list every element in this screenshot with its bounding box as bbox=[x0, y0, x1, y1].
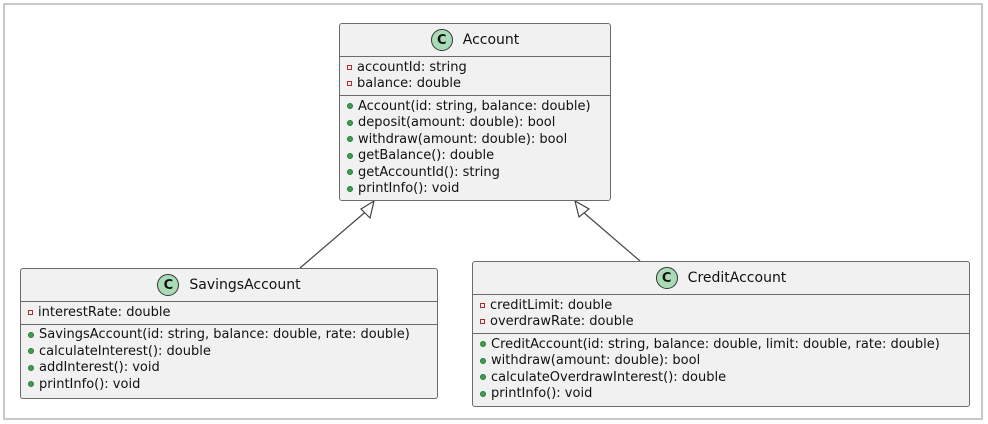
method-text: Account(id: string, balance: double) bbox=[358, 98, 591, 114]
public-visibility-icon bbox=[480, 341, 486, 348]
public-visibility-icon bbox=[347, 119, 353, 126]
class-header: C CreditAccount bbox=[473, 262, 969, 295]
method: calculateInterest(): double bbox=[21, 343, 437, 360]
private-visibility-icon bbox=[480, 302, 485, 308]
method: withdraw(amount: double): bool bbox=[473, 353, 969, 370]
class-savingsaccount[interactable]: C SavingsAccount interestRate: double Sa… bbox=[20, 268, 438, 399]
attribute-text: creditLimit: double bbox=[490, 297, 613, 313]
class-name: CreditAccount bbox=[687, 270, 787, 286]
public-visibility-icon bbox=[347, 185, 353, 192]
attributes-section: accountId: string balance: double bbox=[340, 57, 610, 95]
method: getBalance(): double bbox=[340, 148, 610, 165]
public-visibility-icon bbox=[28, 381, 34, 388]
public-visibility-icon bbox=[347, 136, 353, 143]
attribute-text: overdrawRate: double bbox=[490, 314, 634, 330]
method: deposit(amount: double): bool bbox=[340, 115, 610, 132]
public-visibility-icon bbox=[480, 390, 486, 397]
method-text: calculateInterest(): double bbox=[39, 343, 211, 359]
method: getAccountId(): string bbox=[340, 164, 610, 181]
method-text: printInfo(): void bbox=[358, 181, 460, 197]
method-text: getBalance(): double bbox=[358, 148, 495, 164]
attribute: creditLimit: double bbox=[473, 297, 969, 314]
public-visibility-icon bbox=[28, 348, 34, 355]
methods-section: CreditAccount(id: string, balance: doubl… bbox=[473, 333, 969, 405]
class-creditaccount[interactable]: C CreditAccount creditLimit: double over… bbox=[472, 261, 970, 407]
method: withdraw(amount: double): bool bbox=[340, 131, 610, 148]
method-text: SavingsAccount(id: string, balance: doub… bbox=[39, 327, 410, 343]
method: printInfo(): void bbox=[340, 181, 610, 198]
method: calculateOverdrawInterest(): double bbox=[473, 369, 969, 386]
method-text: getAccountId(): string bbox=[358, 164, 500, 180]
attribute: balance: double bbox=[340, 76, 610, 93]
private-visibility-icon bbox=[347, 81, 352, 87]
class-name: Account bbox=[462, 32, 520, 48]
public-visibility-icon bbox=[347, 103, 353, 110]
method-text: printInfo(): void bbox=[39, 376, 141, 392]
public-visibility-icon bbox=[480, 374, 486, 381]
class-c-icon: C bbox=[157, 274, 180, 296]
public-visibility-icon bbox=[480, 357, 486, 364]
attribute: accountId: string bbox=[340, 59, 610, 76]
method-text: deposit(amount: double): bool bbox=[358, 115, 556, 131]
method: printInfo(): void bbox=[473, 386, 969, 403]
public-visibility-icon bbox=[347, 169, 353, 176]
method-text: addInterest(): void bbox=[39, 360, 160, 376]
method-text: calculateOverdrawInterest(): double bbox=[491, 369, 727, 385]
method-text: CreditAccount(id: string, balance: doubl… bbox=[491, 336, 940, 352]
attribute-text: balance: double bbox=[357, 76, 461, 92]
attributes-section: interestRate: double bbox=[21, 302, 437, 324]
class-account[interactable]: C Account accountId: string balance: dou… bbox=[339, 23, 611, 201]
method: printInfo(): void bbox=[21, 376, 437, 393]
method: Account(id: string, balance: double) bbox=[340, 98, 610, 115]
private-visibility-icon bbox=[28, 309, 33, 315]
method-text: withdraw(amount: double): bool bbox=[491, 353, 701, 369]
attribute-text: interestRate: double bbox=[38, 304, 171, 320]
attribute-text: accountId: string bbox=[357, 59, 467, 75]
class-header: C SavingsAccount bbox=[21, 269, 437, 302]
methods-section: SavingsAccount(id: string, balance: doub… bbox=[21, 323, 437, 396]
private-visibility-icon bbox=[480, 319, 485, 325]
attributes-section: creditLimit: double overdrawRate: double bbox=[473, 295, 969, 333]
class-c-icon: C bbox=[655, 267, 678, 289]
class-c-icon: C bbox=[430, 29, 453, 51]
method-text: printInfo(): void bbox=[491, 386, 593, 402]
method: CreditAccount(id: string, balance: doubl… bbox=[473, 336, 969, 353]
class-name: SavingsAccount bbox=[189, 277, 301, 293]
attribute: interestRate: double bbox=[21, 304, 437, 321]
method: SavingsAccount(id: string, balance: doub… bbox=[21, 327, 437, 344]
attribute: overdrawRate: double bbox=[473, 314, 969, 331]
class-header: C Account bbox=[340, 24, 610, 57]
methods-section: Account(id: string, balance: double) dep… bbox=[340, 95, 610, 200]
public-visibility-icon bbox=[347, 152, 353, 159]
method-text: withdraw(amount: double): bool bbox=[358, 131, 568, 147]
private-visibility-icon bbox=[347, 64, 352, 70]
public-visibility-icon bbox=[28, 331, 34, 338]
public-visibility-icon bbox=[28, 364, 34, 371]
method: addInterest(): void bbox=[21, 360, 437, 377]
